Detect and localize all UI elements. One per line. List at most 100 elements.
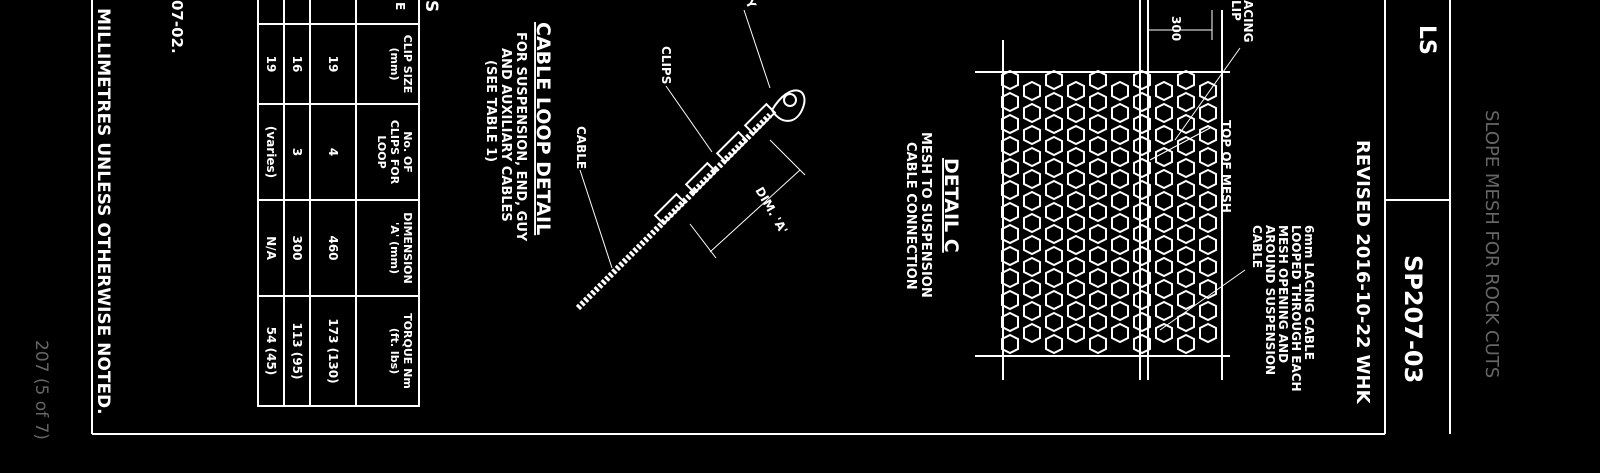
table-header-cell: CLIP SIZE: [401, 35, 414, 94]
mesh-cell: [1067, 322, 1085, 344]
mesh-cell: [1067, 146, 1085, 168]
mesh-cell: [1133, 91, 1151, 113]
mesh-cell: [1045, 245, 1063, 267]
mesh-cell: [1111, 278, 1129, 300]
mesh-cell: [1111, 102, 1129, 124]
mesh-cell: [1155, 300, 1173, 322]
mesh-cell: [1089, 179, 1107, 201]
mesh-cell: [1067, 168, 1085, 190]
mesh-cell: [1199, 322, 1217, 344]
mesh-cell: [1177, 245, 1195, 267]
mesh-cell: [1089, 245, 1107, 267]
detail-c-title: DETAIL C: [940, 158, 962, 253]
table-cell: 19: [326, 56, 340, 73]
mesh-cell: [1001, 267, 1019, 289]
mesh-cell: [1155, 124, 1173, 146]
mesh-cell: [1155, 190, 1173, 212]
mesh-cell: [1111, 234, 1129, 256]
mesh-cell: [1001, 245, 1019, 267]
mesh-cell: [1155, 256, 1173, 278]
lacing-top-fragment-1: LIP: [1229, 0, 1243, 21]
mesh-cell: [1023, 256, 1041, 278]
table-cell: 4: [326, 148, 340, 156]
mesh-cell: [1001, 113, 1019, 135]
mesh-cell: [1199, 256, 1217, 278]
table-cell: 3: [290, 148, 304, 156]
mesh-cell: [1089, 91, 1107, 113]
cable-eye-loop: [770, 89, 806, 122]
table-header-cell: 'A' (mm): [388, 222, 401, 274]
dim-300-label: 300: [1169, 16, 1183, 41]
cable-loop-sub-1: FOR SUSPENSION, END, GUY: [513, 32, 528, 242]
lacing-note-1: 6mm LACING CABLE: [1302, 225, 1316, 360]
table-cell: 300: [290, 235, 304, 260]
mesh-cell: [1023, 168, 1041, 190]
mesh-cell: [1023, 80, 1041, 102]
mesh-cell: [1111, 256, 1129, 278]
mesh-cell: [1001, 223, 1019, 245]
mesh-cell: [1199, 190, 1217, 212]
mesh-cell: [1177, 289, 1195, 311]
top-fragment-label: Y: [742, 0, 759, 11]
wire-clip: [684, 161, 718, 195]
cable-loop-sub-2: AND AUXILIARY CABLES: [498, 48, 513, 222]
mesh-cell: [1089, 223, 1107, 245]
wire-clip: [715, 130, 749, 164]
mesh-cell: [1089, 157, 1107, 179]
lacing-top-leader: [1174, 47, 1241, 141]
mesh-cell: [1045, 311, 1063, 333]
dim-a-label: DIM. 'A': [752, 185, 790, 237]
mesh-cell: [1155, 146, 1173, 168]
mesh-cell: [1067, 102, 1085, 124]
table-cell: 54 (45): [264, 327, 278, 376]
mesh-cell: [1177, 201, 1195, 223]
table-cell: 16: [290, 56, 304, 73]
mesh-cell: [1155, 80, 1173, 102]
mesh-cell: [1023, 234, 1041, 256]
mesh-cell: [1133, 201, 1151, 223]
mesh-cell: [1133, 157, 1151, 179]
table-cell: (varies): [264, 126, 278, 178]
dim-ext-1: [689, 223, 717, 259]
mesh-cell: [1089, 135, 1107, 157]
table-header-cell: LOOP: [375, 135, 388, 168]
mesh-cell: [1067, 256, 1085, 278]
mesh-cell: [1111, 212, 1129, 234]
mesh-cell: [1089, 311, 1107, 333]
table-header-cell: (ft. lbs): [388, 328, 401, 374]
mesh-cell: [1155, 102, 1173, 124]
mesh-cell: [1023, 322, 1041, 344]
mesh-cell: [1023, 124, 1041, 146]
notes-top-fragment: S: [421, 0, 441, 12]
mesh-cell: [1199, 168, 1217, 190]
units-note: MILLIMETRES UNLESS OTHERWISE NOTED.: [93, 8, 113, 415]
mesh-cell: [1067, 300, 1085, 322]
mesh-cell: [1111, 124, 1129, 146]
mesh-cell: [1089, 69, 1107, 91]
mesh-cell: [1045, 201, 1063, 223]
mesh-cell: [1001, 91, 1019, 113]
mesh-cell: [1111, 80, 1129, 102]
lacing-note-2: LOOPED THROUGH EACH: [1289, 225, 1303, 392]
table-header-cell: CLIPS FOR: [388, 120, 401, 185]
table-header-cell: (mm): [388, 48, 401, 81]
mesh-cell: [1177, 267, 1195, 289]
mesh-cell: [1045, 289, 1063, 311]
cable-loop-sub-3: (SEE TABLE 1): [483, 60, 498, 162]
detail-c-sub-2: CABLE CONNECTION: [903, 142, 918, 290]
mesh-cell: [1089, 113, 1107, 135]
mesh-cell: [1045, 113, 1063, 135]
table-header-cell: DIMENSION: [401, 212, 414, 283]
mesh-cell: [1067, 278, 1085, 300]
table-header-fragment: E: [393, 2, 407, 10]
drawing-title: SLOPE MESH FOR ROCK CUTS: [1481, 110, 1502, 378]
mesh-cell: [1111, 322, 1129, 344]
lacing-note-5: CABLE: [1250, 225, 1264, 268]
lacing-note-4: AROUND SUSPENSION: [1263, 225, 1277, 375]
mesh-cell: [1133, 223, 1151, 245]
table-cell: 173 (130): [326, 318, 340, 383]
dim-ext-2: [769, 139, 806, 176]
mesh-cell: [1023, 146, 1041, 168]
